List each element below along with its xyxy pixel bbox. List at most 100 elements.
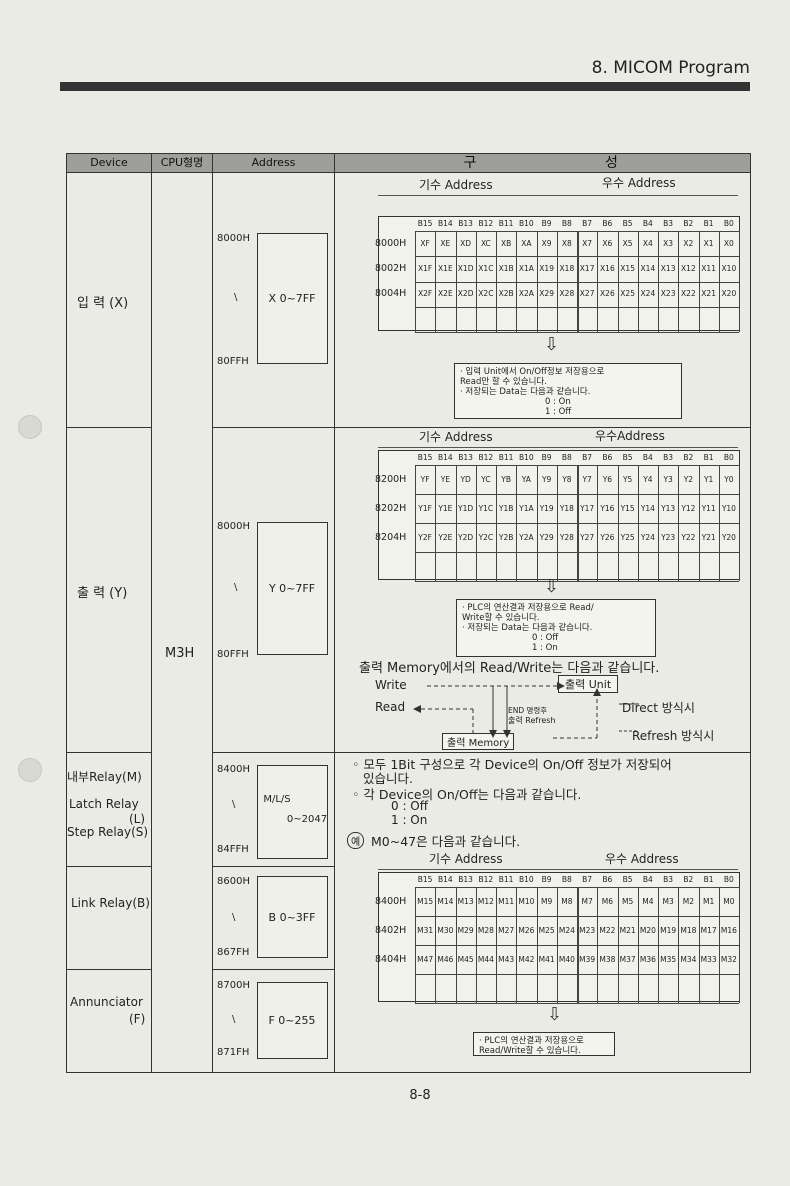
input-addr-start: 8000H (217, 233, 250, 244)
bit-cell: M27 (498, 925, 515, 935)
grid-line (536, 231, 538, 332)
grid-line (536, 887, 538, 1003)
bit-cell: M38 (599, 954, 616, 964)
link-addr-end: 867FH (217, 947, 250, 958)
read-label: Read (375, 700, 406, 714)
bit-cell: X2D (457, 289, 474, 299)
bit-cell: M8 (561, 896, 573, 906)
bit-header: B14 (438, 219, 453, 228)
device-step-relay: Step Relay(S) (67, 825, 149, 839)
bit-cell: X6 (602, 238, 613, 248)
bit-cell: Y2B (498, 532, 514, 542)
grid-line (637, 465, 639, 581)
grid-line (415, 465, 416, 581)
bit-cell: X14 (640, 263, 656, 273)
bit-cell: X2C (478, 289, 494, 299)
bit-cell: M46 (437, 954, 454, 964)
device-output: 출 력 (Y) (77, 586, 128, 601)
bit-cell: M7 (581, 896, 593, 906)
grid-line (718, 231, 720, 332)
grid-line (556, 887, 558, 1003)
bit-cell: M20 (639, 925, 656, 935)
bit-cell: YA (521, 474, 531, 484)
bit-cell: Y20 (721, 532, 736, 542)
grid-line (637, 231, 639, 332)
bit-cell: M18 (680, 925, 697, 935)
bit-cell: X26 (600, 289, 615, 299)
device-latch-relay: Latch Relay (69, 797, 139, 811)
bit-cell: Y21 (701, 532, 716, 542)
bit-cell: Y1 (703, 474, 714, 484)
row-address: 8200H (375, 473, 407, 485)
bit-cell: Y13 (661, 503, 676, 513)
row-divider (212, 866, 334, 867)
bit-header: B9 (541, 453, 552, 462)
grid-line (637, 887, 639, 1003)
grid-line (739, 887, 740, 1003)
bit-cell: YD (460, 474, 471, 484)
bit-cell: M44 (477, 954, 494, 964)
row-address: 8002H (375, 262, 407, 274)
bit-cell: M3 (662, 896, 674, 906)
grid-line (597, 231, 599, 332)
bit-cell: YB (501, 474, 511, 484)
bit-header: B2 (683, 875, 694, 884)
bit-cell: Y25 (620, 532, 635, 542)
bit-cell: M45 (457, 954, 474, 964)
bit-cell: M14 (437, 896, 454, 906)
bit-cell: Y10 (721, 503, 736, 513)
col-device: Device (67, 154, 151, 173)
grid-line (415, 332, 739, 333)
link-addr-box (257, 876, 328, 958)
bit-cell: M11 (498, 896, 515, 906)
bracket-line (378, 195, 738, 196)
bit-cell: X1A (518, 263, 534, 273)
bit-header: B9 (541, 875, 552, 884)
input-addr-box (257, 233, 328, 364)
relay-addr-sep: \ (232, 799, 236, 810)
grid-line (435, 887, 437, 1003)
bit-header: B4 (642, 453, 653, 462)
row-address: 8004H (375, 288, 407, 300)
bit-cell: Y1A (519, 503, 534, 513)
bit-cell: M29 (457, 925, 474, 935)
bit-header: B9 (541, 219, 552, 228)
bit-cell: XE (440, 238, 451, 248)
bit-cell: M21 (619, 925, 636, 935)
grid-line (556, 465, 558, 581)
bit-cell: M0 (723, 896, 735, 906)
bit-cell: X2F (418, 289, 433, 299)
bit-header: B1 (703, 875, 714, 884)
bit-cell: X23 (660, 289, 676, 299)
relay-desc-1: ◦ 모두 1Bit 구성으로 각 Device의 On/Off 정보가 저장되어 (352, 757, 672, 772)
grid-line (455, 887, 457, 1003)
row-address: 8204H (375, 531, 407, 543)
bit-cell: M2 (682, 896, 694, 906)
grid-line (455, 465, 457, 581)
input-addr-end: 80FFH (217, 356, 249, 367)
grid-line (415, 231, 416, 332)
col-cpu: CPU형명 (152, 154, 212, 173)
output-refresh-note: 출력 Refresh (508, 716, 556, 725)
bit-cell: Y2E (438, 532, 453, 542)
bit-header: B5 (622, 219, 633, 228)
grid-line (658, 465, 659, 581)
row-address: 8202H (375, 502, 407, 514)
bit-cell: Y28 (559, 532, 574, 542)
bit-cell: Y14 (640, 503, 655, 513)
bit-cell: M5 (622, 896, 634, 906)
grid-line (698, 887, 700, 1003)
bit-cell: X18 (559, 263, 575, 273)
bit-header: B7 (582, 875, 593, 884)
bit-header: B6 (602, 453, 613, 462)
bit-cell: M40 (558, 954, 575, 964)
grid-line (577, 231, 579, 332)
grid-line (718, 887, 720, 1003)
bit-cell: Y19 (539, 503, 554, 513)
annun-addr-start: 8700H (217, 980, 250, 991)
col-structure-b: 성 (605, 154, 750, 173)
output-addr-start: 8000H (217, 521, 250, 532)
output-even-label: 우수Address (595, 429, 665, 443)
grid-line (577, 887, 579, 1003)
link-addr-start: 8600H (217, 876, 250, 887)
